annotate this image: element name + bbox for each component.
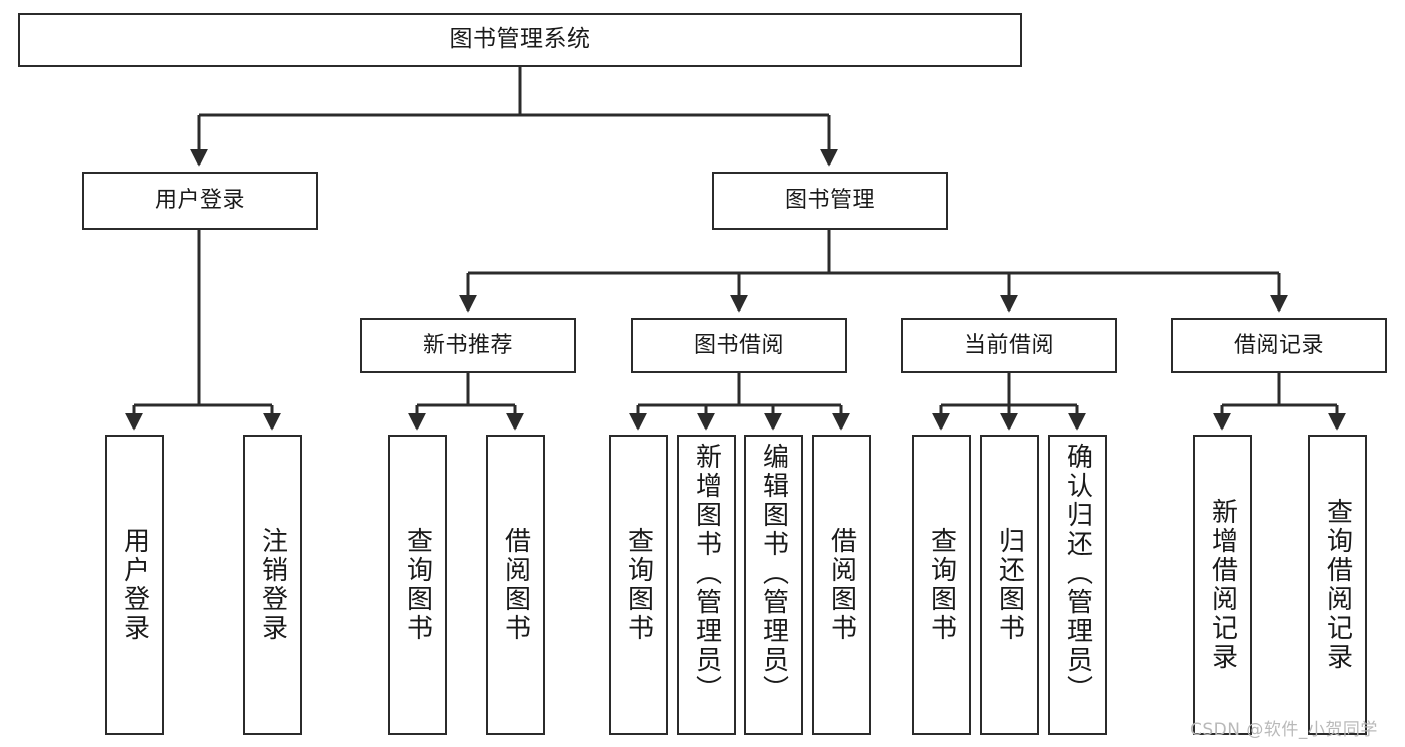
leaf-return-books[interactable]: 归还图书: [980, 435, 1039, 735]
node-root-book-management-system[interactable]: 图书管理系统: [18, 13, 1022, 67]
node-book-borrowing[interactable]: 图书借阅: [631, 318, 847, 373]
leaf-query-borrowing-record[interactable]: 查询借阅记录: [1308, 435, 1367, 735]
leaf-confirm-return-admin[interactable]: 确认归还（管理员）: [1048, 435, 1107, 735]
node-label: 查询借阅记录: [1322, 498, 1353, 672]
leaf-query-books-borrowing[interactable]: 查询图书: [609, 435, 668, 735]
node-borrowing-record[interactable]: 借阅记录: [1171, 318, 1387, 373]
node-label: 图书借阅: [693, 332, 784, 358]
node-label: 查询图书: [402, 527, 433, 643]
leaf-query-books-current[interactable]: 查询图书: [912, 435, 971, 735]
node-label: 查询图书: [926, 527, 957, 643]
node-current-borrowing[interactable]: 当前借阅: [901, 318, 1117, 373]
node-label: 新增图书（管理员）: [691, 443, 722, 704]
node-label: 当前借阅: [963, 332, 1054, 358]
node-label: 用户登录: [154, 188, 245, 214]
leaf-borrow-books-borrowing[interactable]: 借阅图书: [812, 435, 871, 735]
leaf-query-books-recommendation[interactable]: 查询图书: [388, 435, 447, 735]
node-label: 归还图书: [994, 527, 1025, 643]
node-label: 新书推荐: [422, 332, 513, 358]
node-label: 图书管理: [784, 188, 875, 214]
leaf-logout-login[interactable]: 注销登录: [243, 435, 302, 735]
node-label: 图书管理系统: [449, 26, 591, 53]
node-book-management[interactable]: 图书管理: [712, 172, 948, 230]
leaf-add-book-admin[interactable]: 新增图书（管理员）: [677, 435, 736, 735]
node-user-login[interactable]: 用户登录: [82, 172, 318, 230]
leaf-edit-book-admin[interactable]: 编辑图书（管理员）: [744, 435, 803, 735]
node-label: 借阅图书: [500, 527, 531, 643]
leaf-add-borrowing-record[interactable]: 新增借阅记录: [1193, 435, 1252, 735]
leaf-borrow-books-recommendation[interactable]: 借阅图书: [486, 435, 545, 735]
node-label: 注销登录: [257, 527, 288, 643]
leaf-user-login[interactable]: 用户登录: [105, 435, 164, 735]
node-label: 编辑图书（管理员）: [758, 443, 789, 704]
node-label: 借阅图书: [826, 527, 857, 643]
csdn-watermark: CSDN @软件_小贺同学: [1190, 720, 1378, 740]
node-label: 确认归还（管理员）: [1062, 443, 1093, 704]
node-label: 借阅记录: [1233, 332, 1324, 358]
node-label: 查询图书: [623, 527, 654, 643]
node-label: 用户登录: [119, 527, 150, 643]
node-new-book-recommendation[interactable]: 新书推荐: [360, 318, 576, 373]
node-label: 新增借阅记录: [1207, 498, 1238, 672]
